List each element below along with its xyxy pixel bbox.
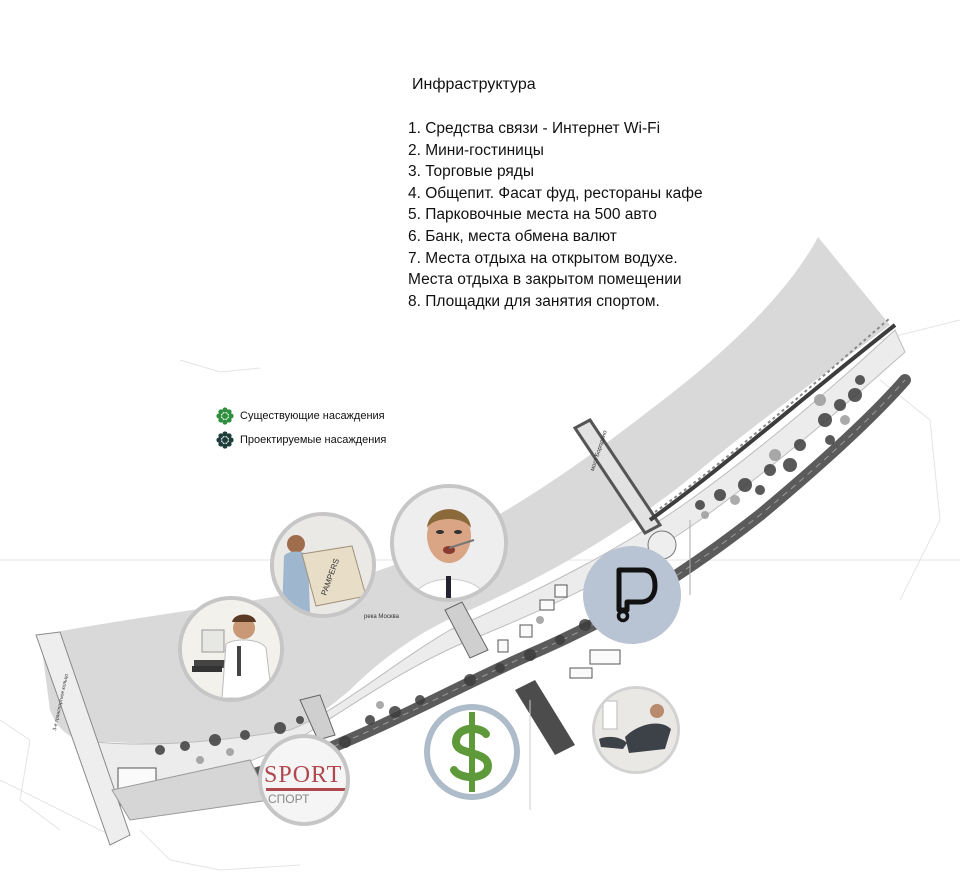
infrastructure-title: Инфраструктура: [412, 76, 536, 93]
infrastructure-item: 7. Места отдыха на открытом водухе.: [408, 249, 678, 267]
infrastructure-item: 2. Мини-гостиницы: [408, 141, 544, 159]
legend-planned: Проектируемые насаждения: [216, 428, 386, 452]
infrastructure-item: 3. Торговые ряды: [408, 163, 534, 181]
parking-icon: [616, 567, 658, 623]
borodino-bridge: [572, 418, 663, 535]
sport-subtitle: спорт: [268, 792, 310, 806]
dollar-icon: [450, 712, 493, 792]
bank-marker: [424, 704, 520, 800]
river-label: река Москва: [364, 614, 399, 620]
legend-existing: Существующие насаждения: [216, 404, 386, 428]
infrastructure-item: Места отдыха в закрытом помещении: [408, 271, 682, 289]
infrastructure-item: 1. Средства связи - Интернет Wi-Fi: [408, 120, 661, 137]
delivery-illustration: PAMPERS: [274, 516, 372, 614]
infrastructure-item: 5. Парковочные места на 500 авто: [408, 206, 657, 224]
delivery-man-with-box-photo: PAMPERS: [270, 512, 376, 618]
computer-user-illustration: [182, 600, 280, 698]
cross-street: [515, 680, 575, 755]
buildings-cluster: [497, 584, 621, 679]
existing-plantings-icon: [216, 407, 234, 425]
infrastructure-item: 6. Банк, места обмена валют: [408, 227, 617, 245]
trees: [155, 375, 865, 764]
eating-man-illustration: [394, 488, 504, 598]
sport-logo: SPORT: [264, 762, 343, 788]
infrastructure-item: 4. Общепит. Фасат фуд, рестораны кафе: [408, 184, 703, 202]
upper-embankment-edge: [648, 323, 897, 522]
plantings-legend: Существующие насаждения Проектируемые на…: [216, 404, 386, 452]
infrastructure-list: 1. Средства связи - Интернет Wi-Fi 2. Ми…: [408, 118, 703, 312]
man-eating-photo: [390, 484, 508, 602]
relax-illustration: [595, 689, 677, 771]
cross-street-2: [444, 601, 489, 659]
parking-marker: [583, 546, 681, 644]
cross-street-3: [299, 694, 336, 741]
person-relaxing-photo: [592, 686, 680, 774]
legend-planned-label: Проектируемые насаждения: [240, 434, 387, 446]
man-at-computer-photo: [178, 596, 284, 702]
infrastructure-item: 8. Площадки для занятия спортом.: [408, 292, 660, 310]
ring-road: [35, 631, 131, 846]
legend-existing-label: Существующие насаждения: [240, 410, 385, 422]
sport-marker: SPORT спорт: [258, 734, 350, 826]
embankment: [94, 329, 906, 796]
planned-plantings-icon: [216, 431, 234, 449]
sport-underline: [266, 788, 346, 791]
